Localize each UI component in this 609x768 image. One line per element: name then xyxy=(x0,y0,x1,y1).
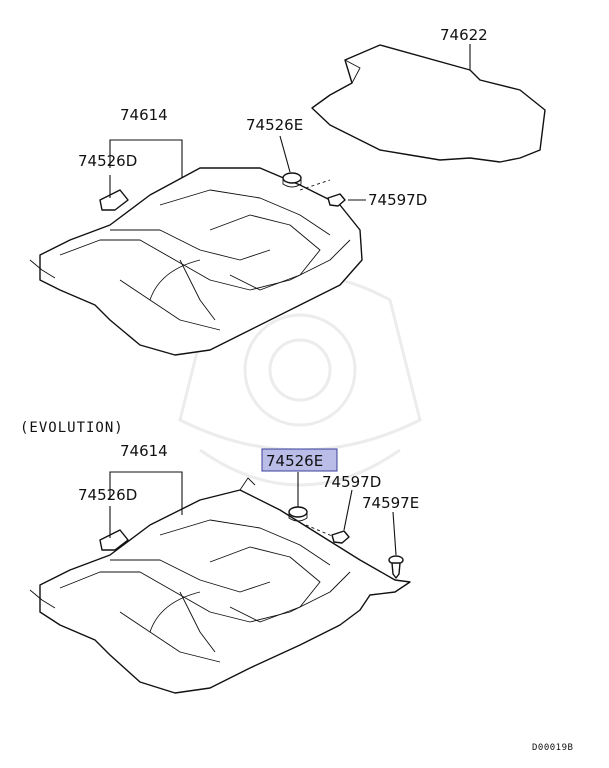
label-74526d-top: 74526D xyxy=(78,152,137,170)
leader-74526e-top xyxy=(279,135,291,173)
part-74614-carpet-assy-bottom xyxy=(29,477,411,694)
part-74526d-fastener-bottom xyxy=(99,529,129,551)
part-74597d-clip-top xyxy=(327,193,346,207)
dash-bottom xyxy=(305,524,333,537)
label-74597d-top: 74597D xyxy=(368,191,427,209)
label-74597d-bottom: 74597D xyxy=(322,473,381,491)
section-label-evolution: (EVOLUTION) xyxy=(20,420,124,436)
part-74526d-fastener-top xyxy=(99,189,129,211)
label-74526e-top: 74526E xyxy=(246,116,303,134)
leader-74614-bottom xyxy=(109,471,183,515)
leader-74614-top xyxy=(109,139,183,178)
label-74526d-bottom: 74526D xyxy=(78,486,137,504)
dash-top xyxy=(299,179,331,191)
part-74526e-grommet-top xyxy=(282,172,302,188)
part-74597d-clip-bottom xyxy=(331,530,350,544)
part-74614-carpet-assy-top xyxy=(29,167,363,356)
label-74597e-bottom: 74597E xyxy=(362,494,419,512)
part-74622-trunk-mat xyxy=(311,44,546,163)
label-74614-top: 74614 xyxy=(120,106,168,124)
label-74622: 74622 xyxy=(440,26,488,44)
leader-74597d-bottom xyxy=(343,489,353,531)
label-74526e-bottom-highlighted[interactable]: 74526E xyxy=(266,452,323,470)
highlight-box-74526e[interactable] xyxy=(261,448,338,472)
footer-diagram-code: D00019B xyxy=(532,743,573,753)
part-74597e-clip-bottom xyxy=(388,555,404,579)
watermark-emblem xyxy=(178,273,422,487)
leader-74597e-bottom xyxy=(392,511,397,556)
label-74614-bottom: 74614 xyxy=(120,442,168,460)
